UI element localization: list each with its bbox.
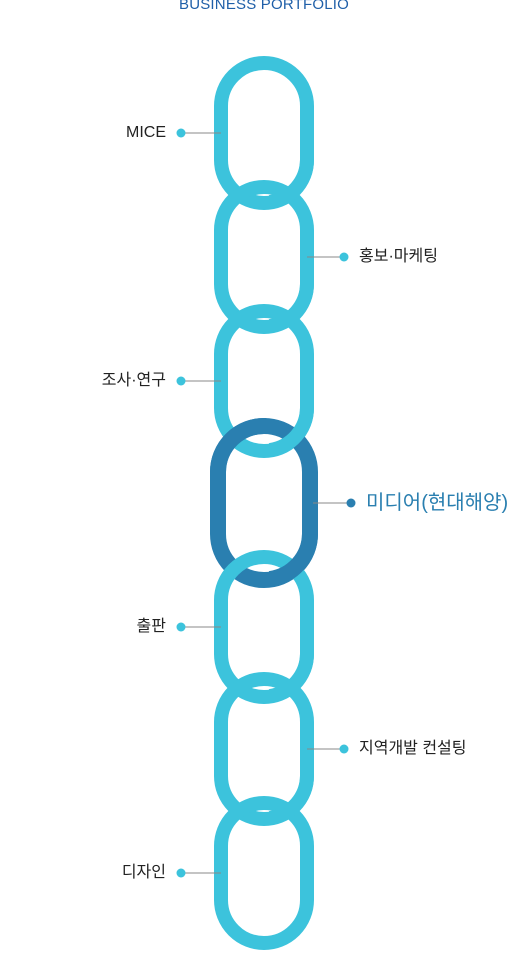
leader-dot: [346, 498, 356, 508]
item-label: 출판: [136, 618, 166, 635]
chain-link-overlap: [209, 417, 267, 473]
chain-link-overlap: [268, 533, 318, 587]
item-label: 홍보·마케팅: [359, 248, 438, 265]
chain-link-overlap: [268, 775, 314, 825]
item-label: 디자인: [121, 864, 166, 881]
item-label: 조사·연구: [101, 372, 166, 389]
chain-link-overlap: [268, 407, 314, 457]
chain-link-overlap: [268, 159, 314, 209]
page-title: BUSINESS PORTFOLIO: [178, 0, 350, 13]
item-label: MICE: [126, 124, 166, 141]
item-label: 지역개발 컨설팅: [359, 740, 467, 757]
leader-dot: [176, 622, 186, 632]
item-label: 미디어(현대해양): [366, 492, 509, 514]
leader-dot: [176, 376, 186, 386]
leader-dot: [339, 744, 349, 754]
chain-link-overlap: [268, 283, 314, 333]
chain-link-overlap: [268, 653, 314, 703]
chain-link: [214, 796, 314, 950]
leader-dot: [176, 868, 186, 878]
leader-dot: [176, 128, 186, 138]
leader-dot: [339, 252, 349, 262]
